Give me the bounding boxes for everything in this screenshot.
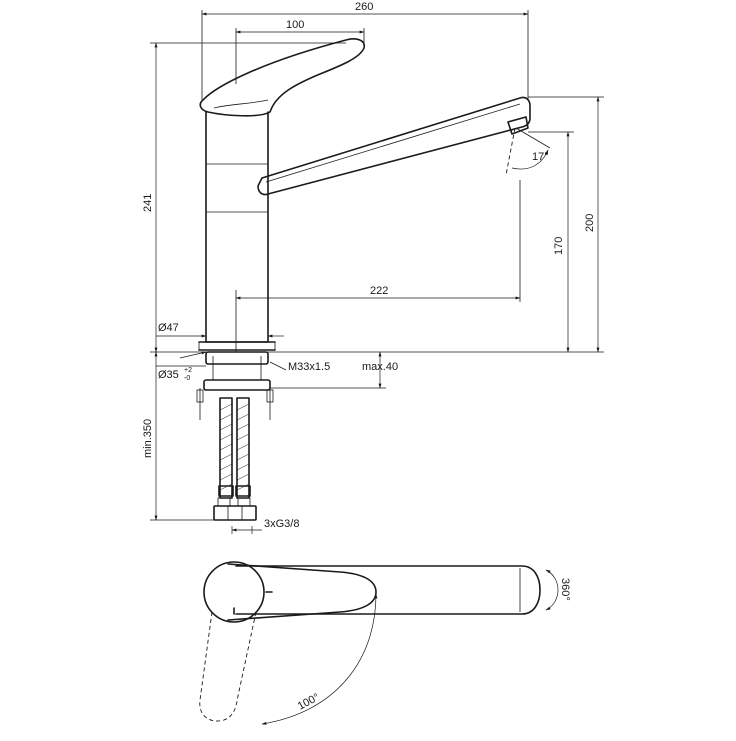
- dim-spout-height: 200: [584, 214, 596, 232]
- top-view: 100° 360°: [199, 561, 571, 725]
- spout-rotation-arc: [545, 569, 559, 611]
- dim-outlet-height: 170: [553, 237, 565, 255]
- lever-handle: [199, 38, 366, 117]
- aerator-angle-label: 17°: [532, 151, 549, 163]
- body-top: [203, 561, 265, 623]
- dim-min-hose: min.350: [142, 419, 154, 458]
- side-view: 17° 260 100 241 200 170 222: [142, 1, 604, 534]
- dim-hole-diameter: Ø35: [158, 369, 179, 381]
- spout: [257, 96, 531, 196]
- dim-connections: 3xG3/8: [264, 518, 299, 530]
- dim-hole-tol-top: +2: [184, 367, 192, 374]
- dim-max-deck: max.40: [362, 361, 398, 373]
- handle-rotation-arc: [261, 593, 378, 725]
- lever-top: [227, 563, 377, 621]
- dim-body-diameter: Ø47: [158, 322, 179, 334]
- dim-overall-height: 241: [142, 194, 154, 212]
- tap-body: [198, 111, 276, 351]
- dim-thread: M33x1.5: [288, 361, 330, 373]
- dim-overall-width: 260: [355, 1, 373, 13]
- spout-rotation-label: 360°: [559, 578, 571, 601]
- mounting-set: [196, 351, 274, 420]
- spout-top: [235, 565, 541, 615]
- dim-hole-tol-bottom: -0: [184, 375, 190, 382]
- supply-hoses: [213, 397, 257, 521]
- dim-spout-reach: 222: [370, 285, 388, 297]
- dim-handle-reach: 100: [286, 19, 304, 31]
- lever-rotated-ghost: [199, 611, 257, 722]
